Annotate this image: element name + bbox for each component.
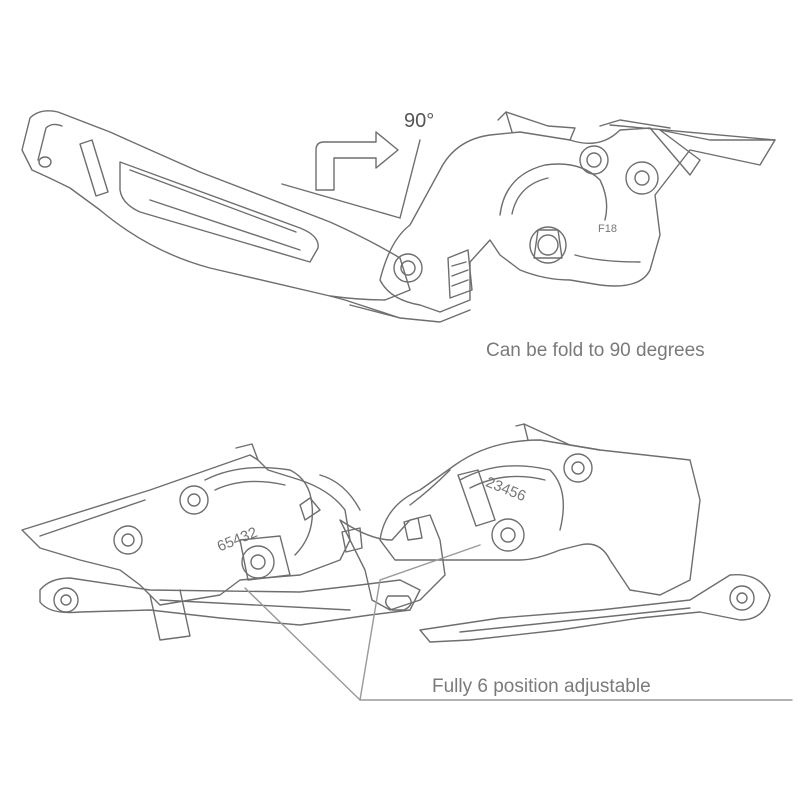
fold-caption: Can be fold to 90 degrees (486, 340, 705, 361)
right-scale-text: 23456 (483, 474, 528, 505)
fold-angle-label: 90° (404, 110, 435, 132)
adjustable-levers: 65432 23456 (21, 423, 793, 701)
folded-lever: F18 (21, 110, 776, 323)
model-mark-text: F18 (598, 223, 617, 235)
left-scale-text: 65432 (215, 524, 260, 555)
adjust-caption: Fully 6 position adjustable (432, 676, 651, 697)
